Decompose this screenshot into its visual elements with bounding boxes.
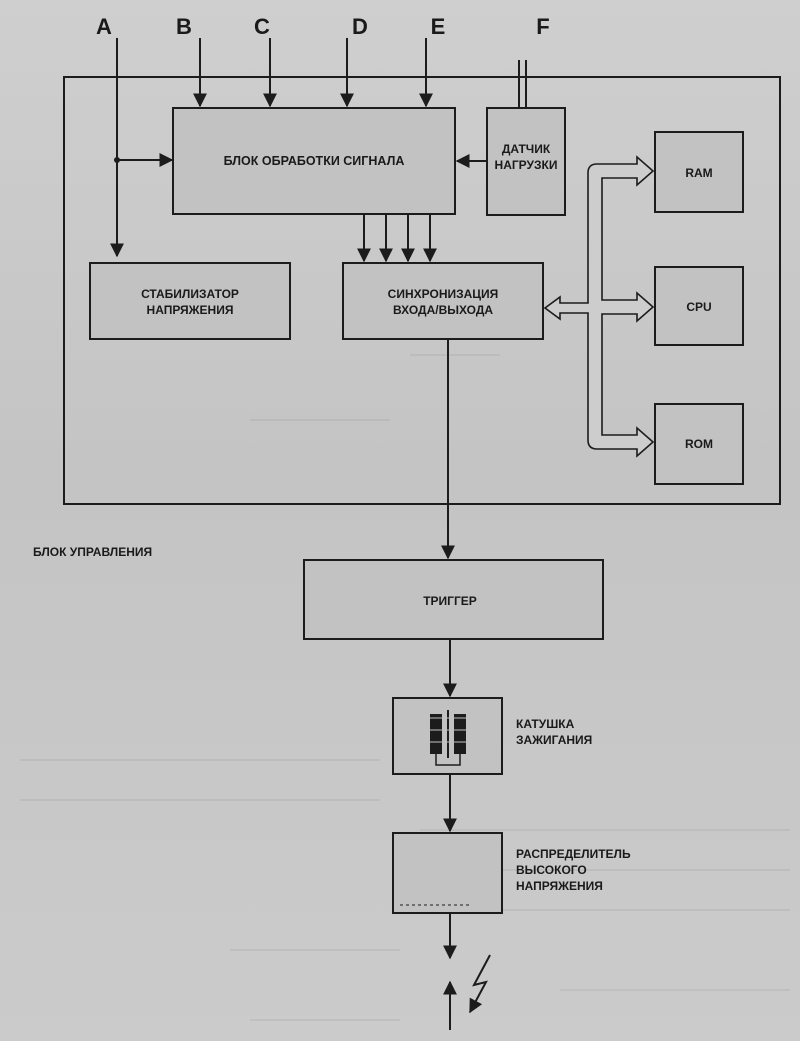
hv-distributor-label-line1: РАСПРЕДЕЛИТЕЛЬ bbox=[516, 847, 631, 861]
ignition-coil-label-line2: ЗАЖИГАНИЯ bbox=[516, 733, 592, 747]
hv-distributor-label-line3: НАПРЯЖЕНИЯ bbox=[516, 879, 603, 893]
hv-distributor-block bbox=[392, 832, 503, 914]
rom-label: ROM bbox=[685, 437, 713, 451]
trigger-label: ТРИГГЕР bbox=[423, 594, 477, 608]
signal-processing-label: БЛОК ОБРАБОТКИ СИГНАЛА bbox=[224, 154, 405, 168]
voltage-stabilizer-label-line2: НАПРЯЖЕНИЯ bbox=[147, 303, 234, 317]
ignition-coil-label-line1: КАТУШКА bbox=[516, 717, 575, 731]
voltage-stabilizer-label-line1: СТАБИЛИЗАТОР bbox=[141, 287, 239, 301]
cpu-label: CPU bbox=[686, 300, 711, 314]
spark-icon bbox=[469, 954, 491, 1014]
ram-label: RAM bbox=[685, 166, 712, 180]
load-sensor-label-line1: ДАТЧИК bbox=[502, 142, 551, 156]
input-label-a: A bbox=[96, 14, 112, 39]
input-label-c: C bbox=[254, 14, 270, 39]
data-bus bbox=[543, 155, 655, 458]
cpu-block bbox=[654, 266, 744, 346]
hv-distributor-label-line2: ВЫСОКОГО bbox=[516, 863, 587, 877]
voltage-stabilizer-block bbox=[89, 262, 291, 340]
rom-block bbox=[654, 403, 744, 485]
io-sync-label-line1: СИНХРОНИЗАЦИЯ bbox=[388, 287, 499, 301]
trigger-block bbox=[303, 559, 604, 640]
input-label-d: D bbox=[352, 14, 368, 39]
ram-block bbox=[654, 131, 744, 213]
io-sync-block bbox=[342, 262, 544, 340]
signal-processing-block bbox=[172, 107, 456, 215]
load-sensor-label-line2: НАГРУЗКИ bbox=[495, 158, 558, 172]
input-label-e: E bbox=[431, 14, 446, 39]
control-unit-label: БЛОК УПРАВЛЕНИЯ bbox=[33, 545, 152, 559]
input-label-b: B bbox=[176, 14, 192, 39]
load-sensor-block bbox=[486, 107, 566, 216]
control-unit-frame bbox=[63, 76, 781, 505]
io-sync-label-line2: ВХОДА/ВЫХОДА bbox=[393, 303, 493, 317]
input-label-f: F bbox=[536, 14, 549, 39]
coil-icon bbox=[426, 710, 470, 766]
